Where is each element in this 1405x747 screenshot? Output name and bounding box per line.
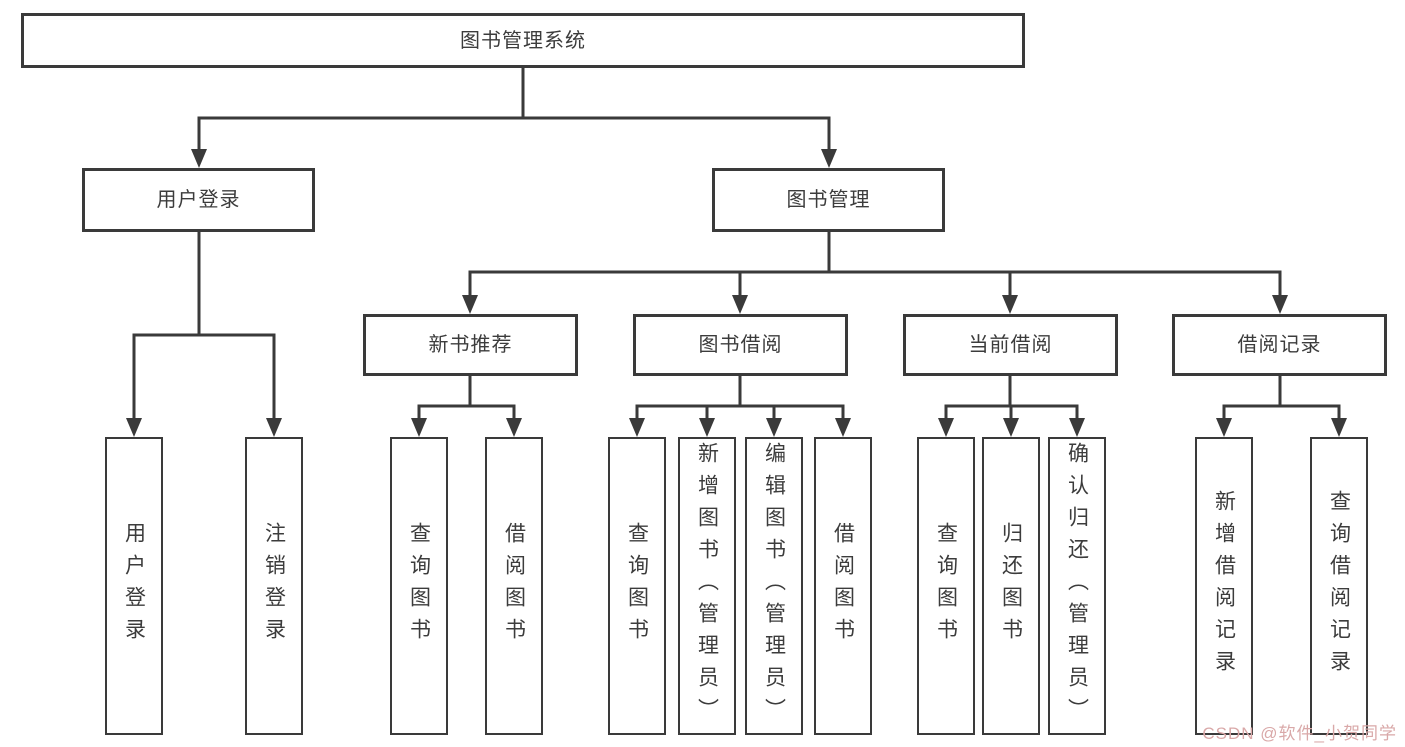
node-label: 借阅图书 (502, 522, 526, 650)
node-logout-op: 注销登录 (245, 437, 303, 735)
node-label: 归还图书 (999, 522, 1023, 650)
node-label: 查询图书 (934, 522, 958, 650)
node-borrow-books-borrow: 借阅图书 (814, 437, 872, 735)
node-label: 注销登录 (262, 522, 286, 650)
node-add-borrow-record: 新增借阅记录 (1195, 437, 1253, 735)
csdn-watermark: CSDN @软件_小贺同学 (1202, 724, 1397, 743)
node-label: 新增借阅记录 (1212, 490, 1236, 682)
node-label: 确认归还（管理员） (1065, 442, 1089, 730)
node-new-book-recommend: 新书推荐 (363, 314, 578, 376)
node-add-book-admin: 新增图书（管理员） (678, 437, 736, 735)
node-label: 借阅记录 (1237, 334, 1322, 356)
node-label: 图书借阅 (698, 334, 783, 356)
node-borrow-records: 借阅记录 (1172, 314, 1387, 376)
node-label: 编辑图书（管理员） (762, 442, 786, 730)
node-label: 查询图书 (407, 522, 431, 650)
node-label: 借阅图书 (831, 522, 855, 650)
node-book-management: 图书管理 (712, 168, 945, 232)
node-edit-book-admin: 编辑图书（管理员） (745, 437, 803, 735)
node-book-borrow: 图书借阅 (633, 314, 848, 376)
node-label: 新书推荐 (428, 334, 513, 356)
node-label: 图书管理系统 (460, 29, 586, 52)
node-borrow-books-recommend: 借阅图书 (485, 437, 543, 735)
node-user-login-op: 用户登录 (105, 437, 163, 735)
node-label: 查询图书 (625, 522, 649, 650)
node-label: 用户登录 (156, 189, 241, 211)
node-query-books-recommend: 查询图书 (390, 437, 448, 735)
node-user-login: 用户登录 (82, 168, 315, 232)
node-label: 当前借阅 (968, 334, 1053, 356)
node-label: 图书管理 (786, 189, 871, 211)
node-label: 查询借阅记录 (1327, 490, 1351, 682)
node-current-borrow: 当前借阅 (903, 314, 1118, 376)
node-query-borrow-record: 查询借阅记录 (1310, 437, 1368, 735)
node-query-books-current: 查询图书 (917, 437, 975, 735)
node-label: 用户登录 (122, 522, 146, 650)
node-label: 新增图书（管理员） (695, 442, 719, 730)
node-query-books-borrow: 查询图书 (608, 437, 666, 735)
node-library-system: 图书管理系统 (21, 13, 1025, 68)
node-confirm-return-admin: 确认归还（管理员） (1048, 437, 1106, 735)
node-return-book: 归还图书 (982, 437, 1040, 735)
